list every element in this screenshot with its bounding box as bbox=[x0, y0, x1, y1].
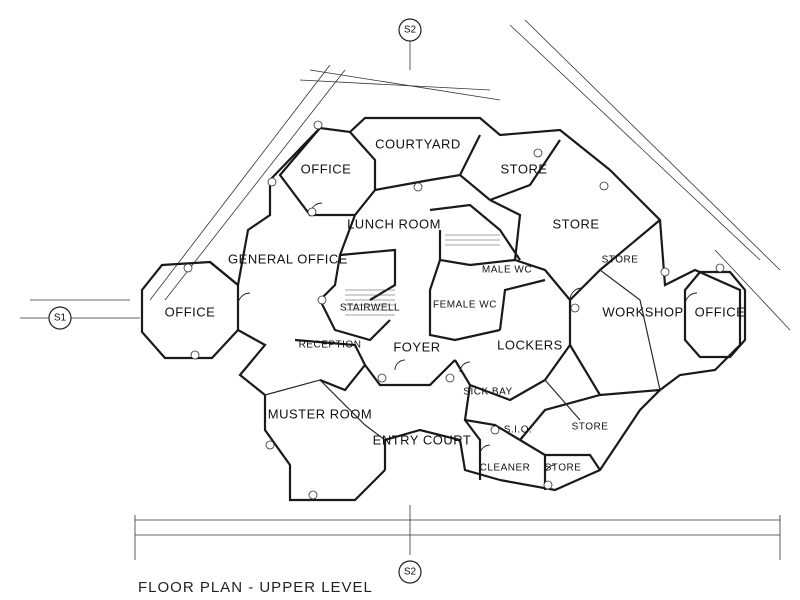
room-label-entry-court: ENTRY COURT bbox=[373, 432, 472, 447]
section-marker-bottom: S2 bbox=[398, 560, 422, 584]
room-label-courtyard: COURTYARD bbox=[375, 136, 461, 151]
section-marker-top: S2 bbox=[398, 18, 422, 42]
room-label-reception: RECEPTION bbox=[299, 340, 362, 351]
drawing-title: FLOOR PLAN - UPPER LEVEL bbox=[138, 579, 373, 596]
room-label-lockers: LOCKERS bbox=[497, 337, 563, 352]
stair-hatching bbox=[345, 234, 500, 316]
room-label-office-east: OFFICE bbox=[695, 304, 746, 319]
section-marker-top-label: S2 bbox=[404, 25, 417, 36]
reference-tags bbox=[183, 120, 725, 500]
interior-walls bbox=[264, 127, 661, 490]
room-label-lunch-room: LUNCH ROOM bbox=[347, 216, 441, 231]
room-label-foyer: FOYER bbox=[393, 339, 440, 354]
room-label-store-southeast: STORE bbox=[572, 422, 609, 433]
section-marker-left-label: S1 bbox=[54, 313, 67, 324]
room-label-cleaner: CLEANER bbox=[480, 463, 531, 474]
room-label-store-north: STORE bbox=[500, 161, 547, 176]
room-label-store-east: STORE bbox=[602, 255, 639, 266]
room-label-workshop: WORKSHOP bbox=[602, 304, 683, 319]
room-label-muster-room: MUSTER ROOM bbox=[268, 406, 372, 421]
room-label-store-south: STORE bbox=[545, 463, 582, 474]
section-marker-left: S1 bbox=[48, 306, 72, 330]
exterior-walls bbox=[140, 116, 747, 502]
room-label-female-wc: FEMALE WC bbox=[433, 300, 497, 311]
room-label-sick-bay: SICK BAY bbox=[463, 387, 512, 398]
room-label-stairwell: STAIRWELL bbox=[340, 303, 400, 314]
dimension-lines bbox=[20, 19, 791, 560]
room-label-office-west: OFFICE bbox=[165, 304, 216, 319]
room-label-sio: S.I.O. bbox=[504, 425, 533, 436]
room-label-office-north: OFFICE bbox=[301, 161, 352, 176]
room-labels: OFFICE COURTYARD STORE LUNCH ROOM STORE … bbox=[165, 136, 746, 474]
section-marker-bottom-label: S2 bbox=[404, 567, 417, 578]
room-label-general-office: GENERAL OFFICE bbox=[228, 251, 348, 266]
room-label-store-northeast: STORE bbox=[552, 216, 599, 231]
room-label-male-wc: MALE WC bbox=[482, 265, 532, 276]
